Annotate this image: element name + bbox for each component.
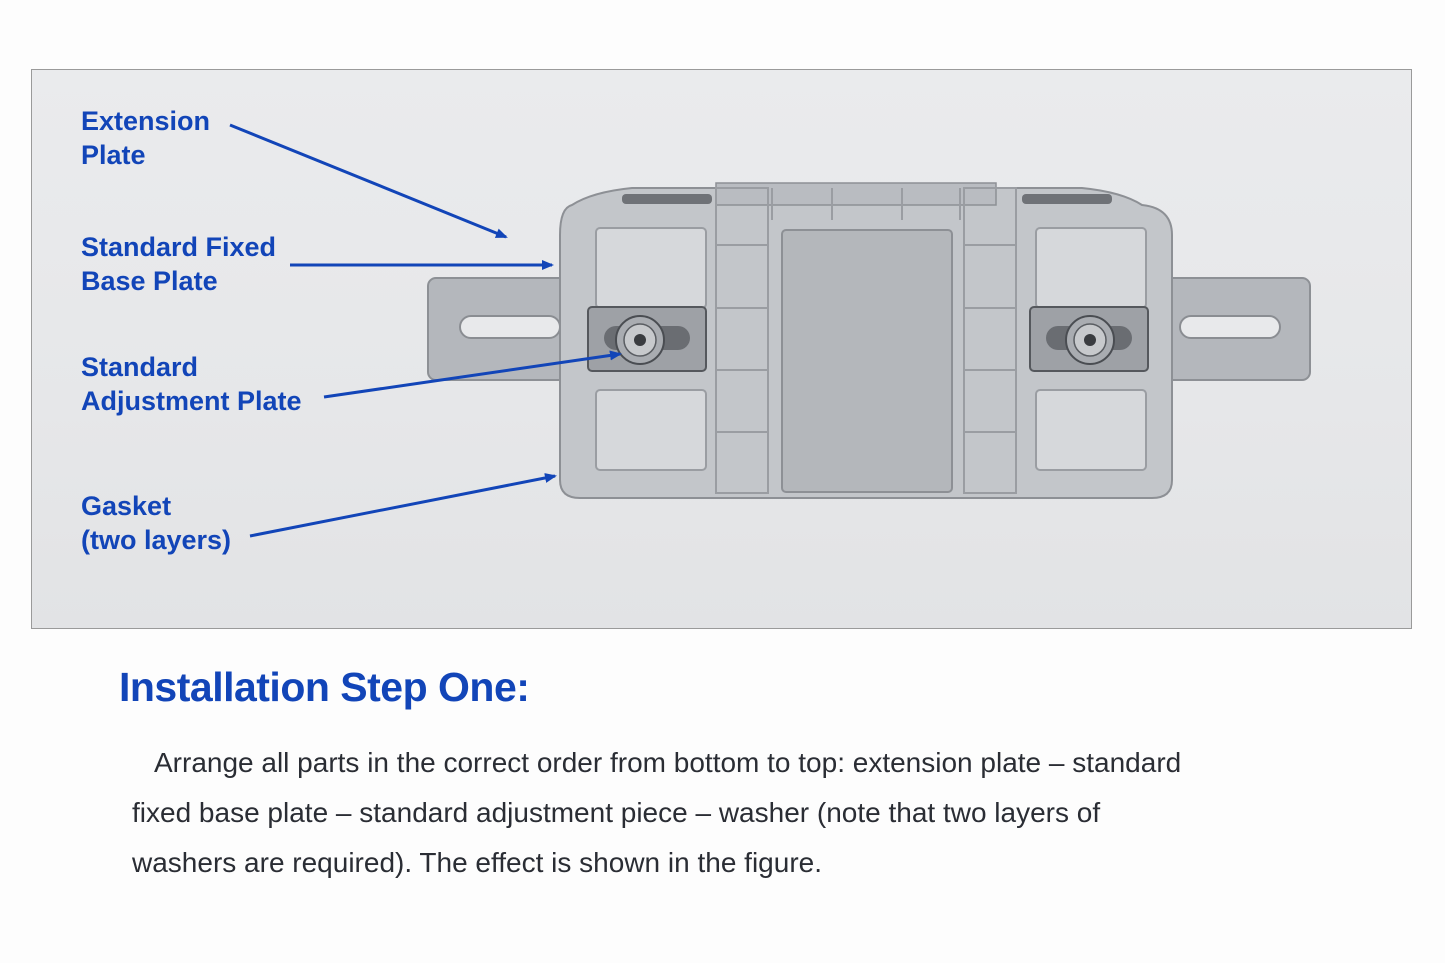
instruction-text: Arrange all parts in the correct order f… bbox=[132, 747, 1182, 878]
arrow-adjustment-plate bbox=[323, 350, 622, 399]
label-gasket: Gasket (two layers) bbox=[81, 491, 232, 555]
callout-arrows bbox=[229, 123, 622, 538]
section-heading: Installation Step One: bbox=[119, 664, 530, 710]
label-standard-fixed-base-plate: Standard Fixed Base Plate bbox=[81, 232, 277, 296]
base-plate-part bbox=[559, 182, 1173, 499]
figure-panel: Extension Plate Standard Fixed Base Plat… bbox=[31, 69, 1412, 629]
arrow-gasket bbox=[249, 473, 557, 538]
bracket-illustration bbox=[229, 123, 1311, 538]
adjustment-plate-left bbox=[587, 306, 707, 372]
arrow-extension-plate bbox=[229, 123, 508, 239]
label-standard-adjustment-plate: Standard Adjustment Plate bbox=[81, 352, 302, 416]
adjustment-plate-right bbox=[1029, 306, 1149, 372]
label-extension-plate: Extension Plate bbox=[81, 106, 211, 170]
